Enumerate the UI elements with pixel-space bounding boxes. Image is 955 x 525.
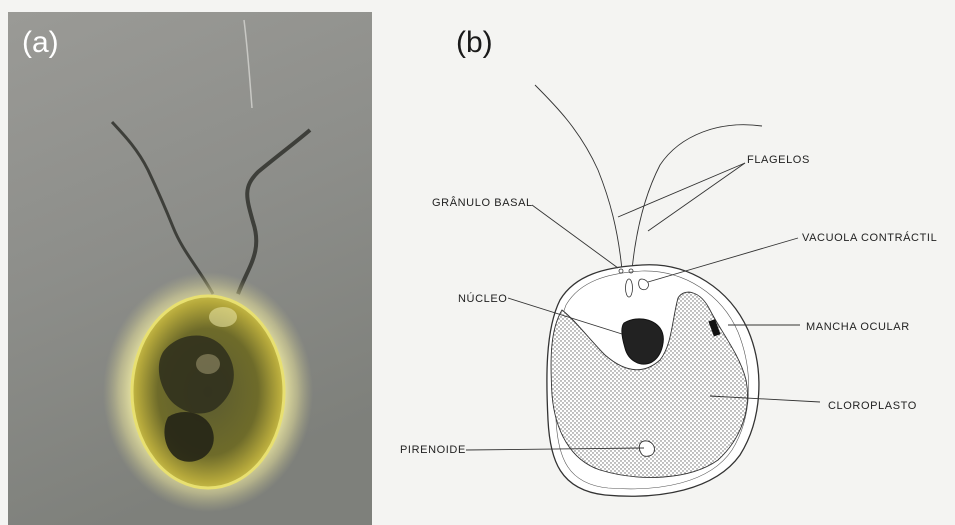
flagellum-right-drawing (632, 125, 762, 270)
label-vacuola-contractil: VACUOLA CONTRÁCTIL (802, 231, 937, 244)
label-granulo-basal: GRÂNULO BASAL (432, 196, 533, 209)
diagram-panel: (b) FLAGELOS GRÂNULO BA (380, 0, 955, 525)
micrograph-image: (a) (8, 12, 372, 525)
label-mancha-ocular: MANCHA OCULAR (806, 321, 910, 333)
pyrenoid-shape (639, 441, 654, 456)
panel-b-letter: (b) (456, 26, 493, 59)
micrograph-panel: (a) (8, 12, 372, 525)
label-nucleo: NÚCLEO (458, 292, 507, 305)
label-pirenoide: PIRENOIDE (400, 444, 466, 456)
label-flagelos: FLAGELOS (747, 154, 810, 166)
euglena-diagram: (b) FLAGELOS GRÂNULO BA (380, 0, 955, 525)
flagellum-left-drawing (535, 85, 622, 270)
panel-a-letter: (a) (22, 26, 59, 59)
label-cloroplasto: CLOROPLASTO (828, 400, 917, 412)
